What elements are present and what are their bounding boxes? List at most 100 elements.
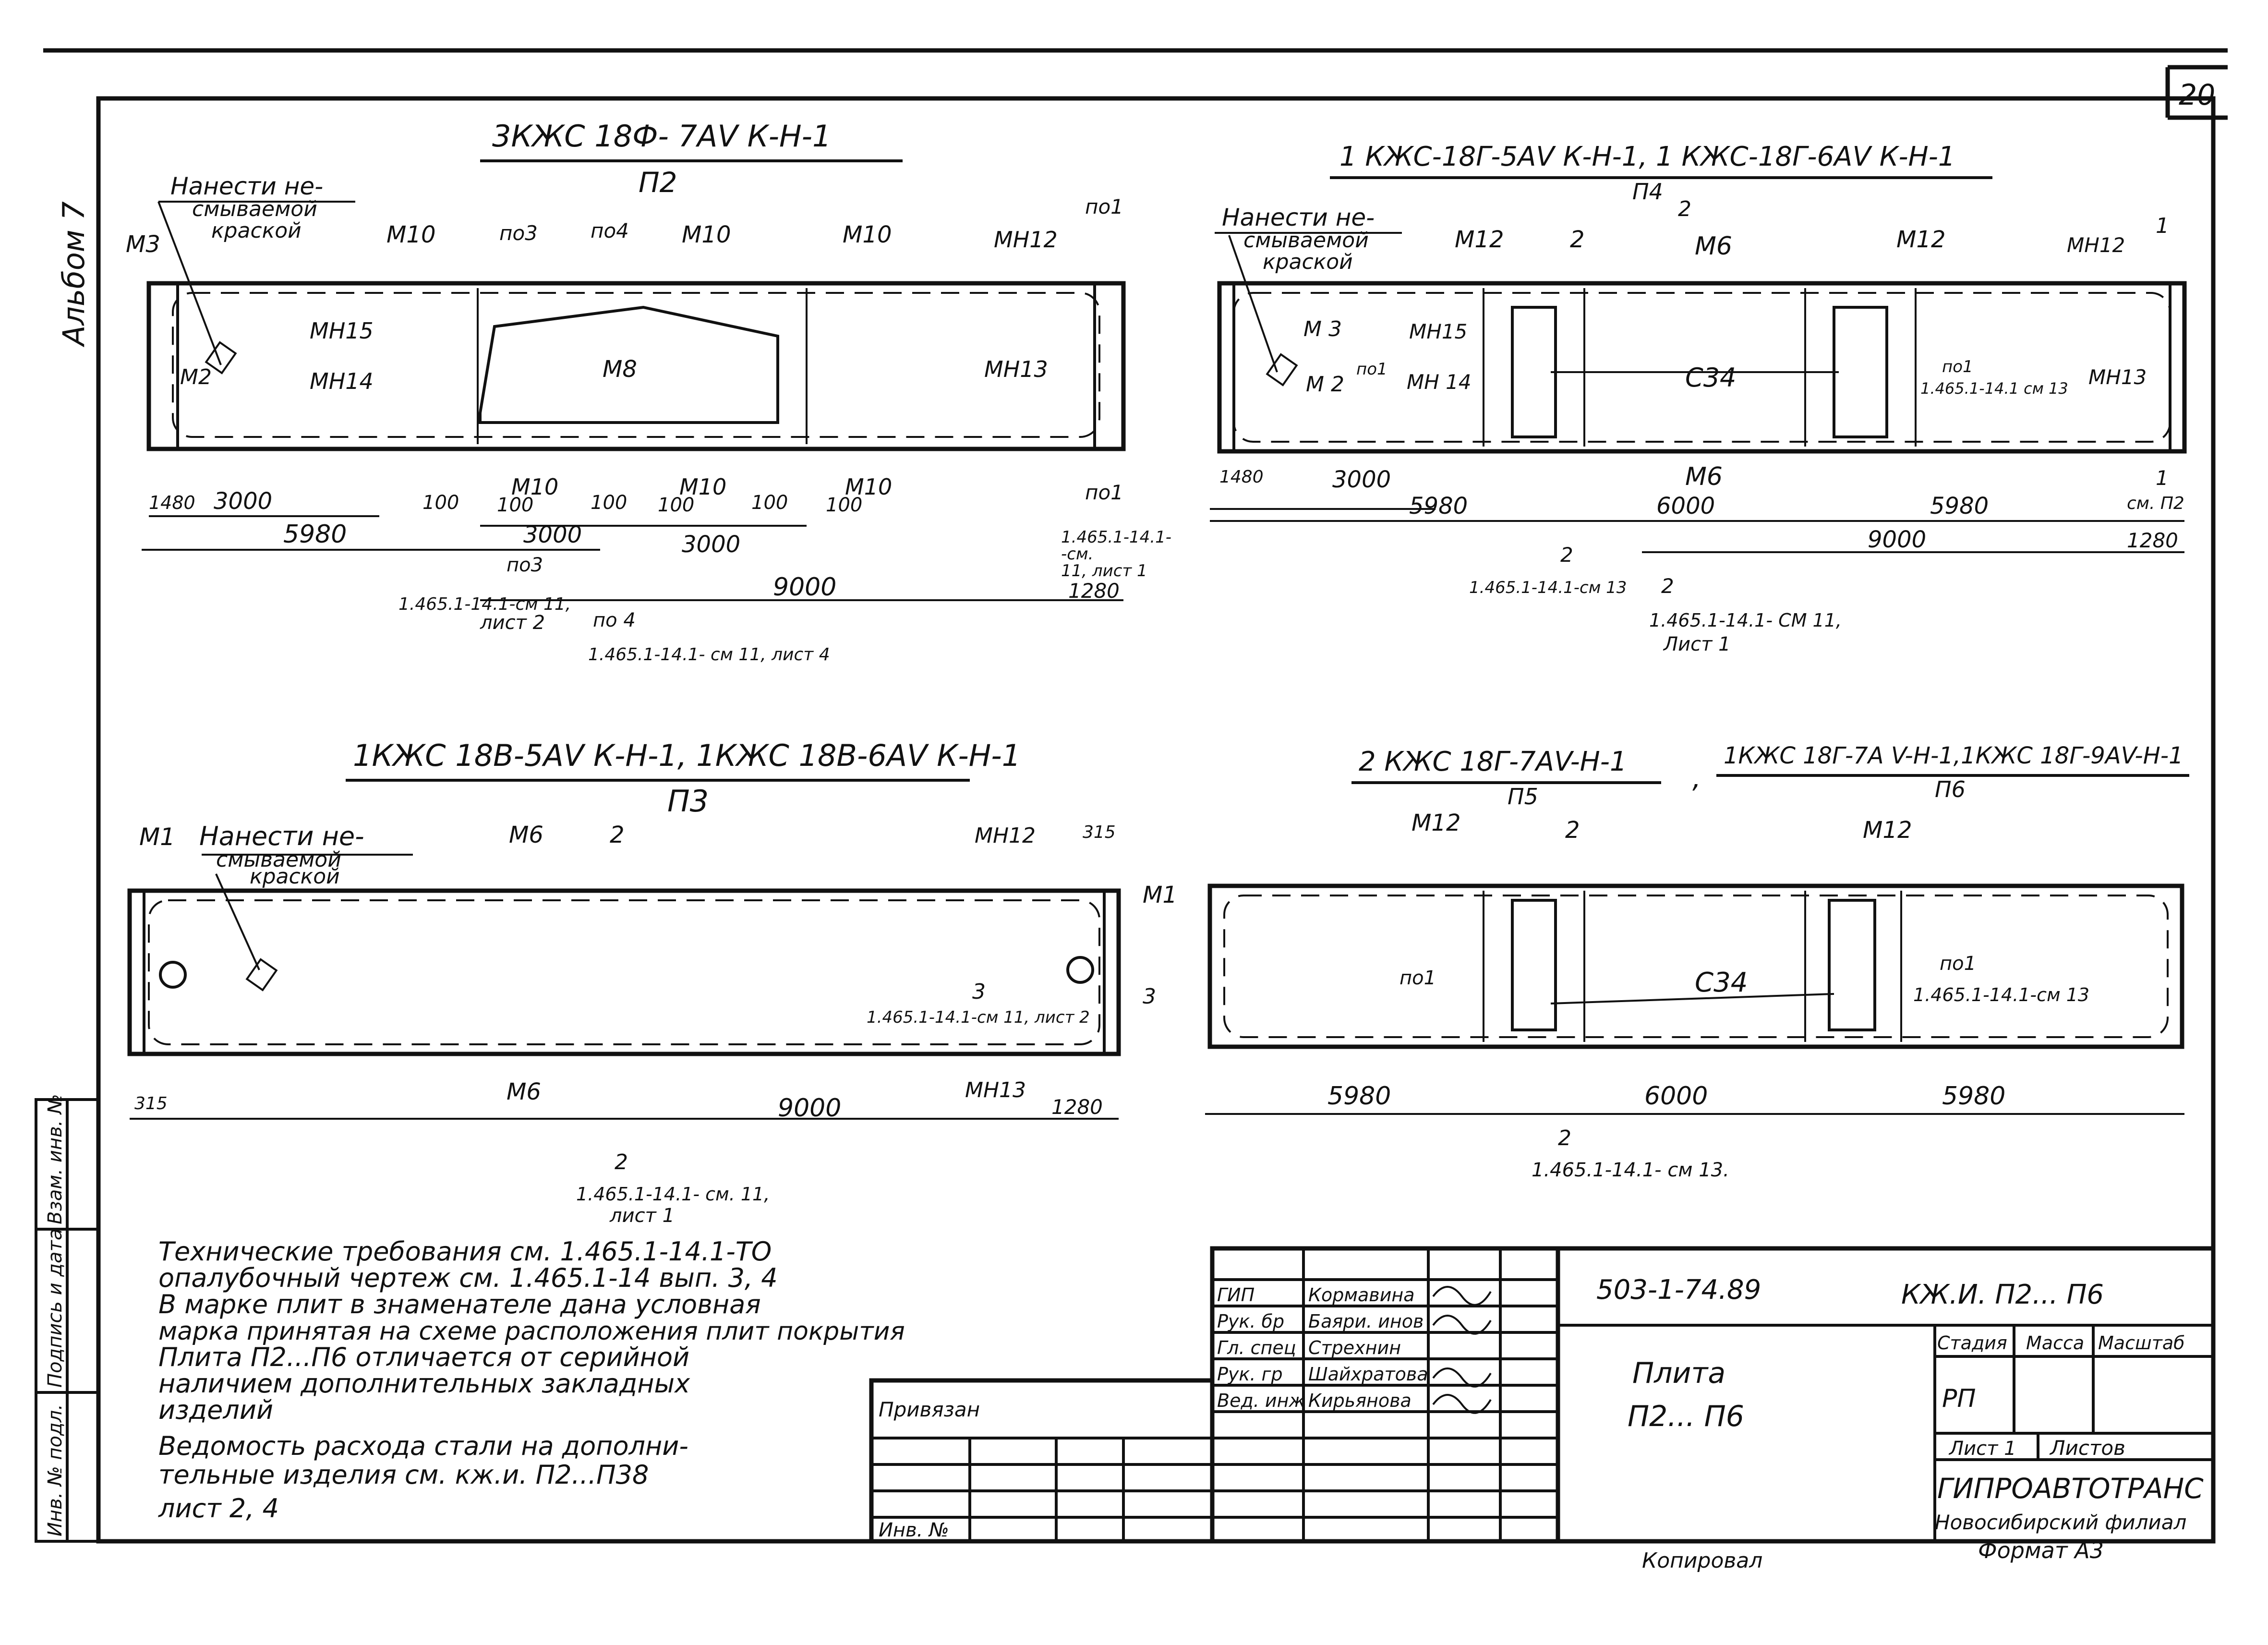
p4-label-m6b: М6 bbox=[1685, 462, 1723, 491]
p4-ref-1: 1 bbox=[2156, 466, 2169, 490]
p4-label-m6a: М6 bbox=[1695, 232, 1732, 261]
p2-ref-po1: по1 bbox=[1085, 481, 1123, 504]
p4-label-m3: М 3 bbox=[1303, 317, 1342, 341]
p4-subtitle: П4 bbox=[1632, 179, 1663, 205]
p2-dim-9000: 9000 bbox=[773, 573, 836, 602]
stamp-mark: КЖ.И. П2... П6 bbox=[1901, 1279, 2104, 1310]
p5-label-m12b: М12 bbox=[1863, 817, 1912, 844]
p3-dim-315: 315 bbox=[134, 1094, 168, 1113]
p2-dim-1280: 1280 bbox=[1068, 579, 1120, 603]
p3-label-m6a: М6 bbox=[509, 822, 543, 848]
stamp-stage: РП bbox=[1942, 1384, 1976, 1413]
p3-dim-1280: 1280 bbox=[1051, 1095, 1103, 1119]
p6-subtitle: П6 bbox=[1935, 776, 1966, 802]
p4-dim-1480: 1480 bbox=[1219, 467, 1264, 487]
plate-p5-p6: 2 КЖС 18Г-7АV-Н-1 П5 , 1КЖС 18Г-7А V-Н-1… bbox=[1205, 742, 2189, 1181]
side-stamp-sign: Подпись и дата bbox=[44, 1229, 66, 1388]
p2-ref-2: -см. bbox=[1061, 544, 1093, 564]
p2-ref-see11: 1.465.1-14.1-см 11, bbox=[398, 594, 571, 614]
stamp-inv: Инв. № bbox=[879, 1519, 949, 1541]
p2-label-po4: по4 bbox=[591, 219, 629, 242]
p4-ref-sheet1: Лист 1 bbox=[1663, 633, 1731, 655]
p4-ref-2b: 2 bbox=[1661, 574, 1674, 598]
p5-joint-left bbox=[1511, 899, 1557, 1031]
stamp-privyazan: Привязан bbox=[879, 1398, 980, 1421]
p2-dim-100d: 100 bbox=[658, 494, 694, 516]
stamp-sheets: Листов bbox=[2049, 1436, 2125, 1460]
note-line-9: тельные изделия см. кж.и. П2...П38 bbox=[158, 1460, 649, 1490]
plate-p3: 1КЖС 18В-5АV К-Н-1, 1КЖС 18В-6АV К-Н-1 П… bbox=[127, 738, 1177, 1227]
side-stamp-zam: Взам. инв. № bbox=[44, 1094, 66, 1224]
p4-note-3: краской bbox=[1263, 250, 1353, 274]
p5-ref-cm13: 1.465.1-14.1- см 13. bbox=[1532, 1159, 1729, 1181]
p3-label-m1a: М1 bbox=[139, 823, 175, 851]
p3-label-m6b: М6 bbox=[507, 1078, 541, 1105]
p5-comma: , bbox=[1692, 763, 1701, 794]
p3-title: 1КЖС 18В-5АV К-Н-1, 1КЖС 18В-6АV К-Н-1 bbox=[353, 738, 1021, 773]
p2-label-po3: по3 bbox=[499, 221, 538, 245]
p2-ref-3: 11, лист 1 bbox=[1061, 561, 1147, 581]
p4-label-mn12: МН12 bbox=[2067, 233, 2125, 257]
stamp-name-5: Кирьянова bbox=[1308, 1390, 1411, 1411]
p2-label-mn13: МН13 bbox=[984, 356, 1048, 382]
p2-label-m2: М2 bbox=[180, 365, 212, 389]
p4-dim-3000: 3000 bbox=[1332, 466, 1391, 493]
p2-dim-100e: 100 bbox=[751, 492, 788, 514]
note-line-5: Плита П2...П6 отличается от серийной bbox=[158, 1342, 689, 1372]
p2-label-mn12: МН12 bbox=[994, 227, 1058, 253]
p4-label-2b: 2 bbox=[1678, 197, 1691, 221]
p2-label-mn15: МН15 bbox=[310, 318, 374, 344]
p3-label-2: 2 bbox=[610, 822, 625, 848]
p2-label-mn14: МН14 bbox=[310, 368, 374, 394]
p4-note-1: Нанести не- bbox=[1222, 204, 1375, 231]
p3-label-mn12: МН12 bbox=[975, 823, 1036, 848]
p4-label-1: 1 bbox=[2156, 214, 2169, 238]
p2-dim-3000a: 3000 bbox=[214, 488, 272, 515]
stamp-signature-2 bbox=[1432, 1315, 1492, 1335]
stamp-format: Формат А3 bbox=[1978, 1537, 2104, 1563]
album-label: Альбом 7 bbox=[56, 201, 91, 348]
p4-label-m12b: М12 bbox=[1896, 226, 1946, 253]
stamp-header-scale: Масштаб bbox=[2098, 1332, 2185, 1354]
stamp-name-1: Кормавина bbox=[1308, 1284, 1415, 1306]
note-line-1: Технические требования см. 1.465.1-14.1-… bbox=[158, 1236, 772, 1267]
p2-label-m10-a: М10 bbox=[386, 221, 436, 248]
p4-marker-diamond bbox=[1266, 353, 1298, 387]
p4-label-c34: С34 bbox=[1685, 363, 1736, 393]
p2-dim-100c: 100 bbox=[591, 492, 627, 514]
p5-label-po1b: по1 bbox=[1940, 953, 1976, 975]
note-line-2: опалубочный чертеж см. 1.465.1-14 вып. 3… bbox=[158, 1263, 778, 1293]
p2-label-m3: М3 bbox=[126, 231, 160, 258]
stamp-name-1: Плита bbox=[1632, 1356, 1725, 1390]
side-stamp: Инв. № подл. Подпись и дата Взам. инв. № bbox=[35, 1094, 100, 1543]
p4-note-2: смываемой bbox=[1243, 228, 1369, 253]
p2-label-m10-b: М10 bbox=[682, 221, 731, 248]
p4-label-m12a: М12 bbox=[1455, 226, 1504, 253]
p2-slab-outline bbox=[146, 281, 1126, 451]
p4-ref-cm11: 1.465.1-14.1- СМ 11, bbox=[1649, 610, 1842, 631]
p5-dim-6000: 6000 bbox=[1644, 1082, 1708, 1111]
p5-label-m12a: М12 bbox=[1411, 810, 1461, 836]
p2-ref-1: 1.465.1-14.1- bbox=[1061, 528, 1171, 547]
stamp-doc-code: 503-1-74.89 bbox=[1596, 1274, 1761, 1306]
p2-ref-sheet2: лист 2 bbox=[480, 612, 545, 634]
stamp-name-3: Стрехнин bbox=[1308, 1337, 1401, 1358]
p4-dim-9000: 9000 bbox=[1868, 526, 1926, 553]
p2-note-1: Нанести не- bbox=[170, 172, 323, 200]
p2-label-m8: М8 bbox=[603, 356, 637, 383]
stamp-role-2: Рук. бр bbox=[1217, 1311, 1284, 1332]
p4-dim-5980b: 5980 bbox=[1930, 493, 1989, 520]
p2-label-m10-d: М10 bbox=[511, 474, 558, 500]
stamp-copied: Копировал bbox=[1642, 1548, 1762, 1573]
p5-subtitle: П5 bbox=[1508, 784, 1538, 810]
p2-ref-po3: по3 bbox=[507, 554, 543, 576]
p3-label-mn13: МН13 bbox=[965, 1078, 1026, 1102]
p2-note-2: смываемой bbox=[192, 197, 317, 221]
note-line-8: Ведомость расхода стали на дополни- bbox=[158, 1431, 688, 1461]
p2-label-m10-c: М10 bbox=[843, 221, 892, 248]
stamp-role-1: ГИП bbox=[1217, 1284, 1255, 1306]
side-stamp-inv: Инв. № подл. bbox=[44, 1404, 66, 1536]
p4-dim-5980a: 5980 bbox=[1409, 493, 1468, 520]
p4-slab-outline bbox=[1217, 281, 2187, 454]
